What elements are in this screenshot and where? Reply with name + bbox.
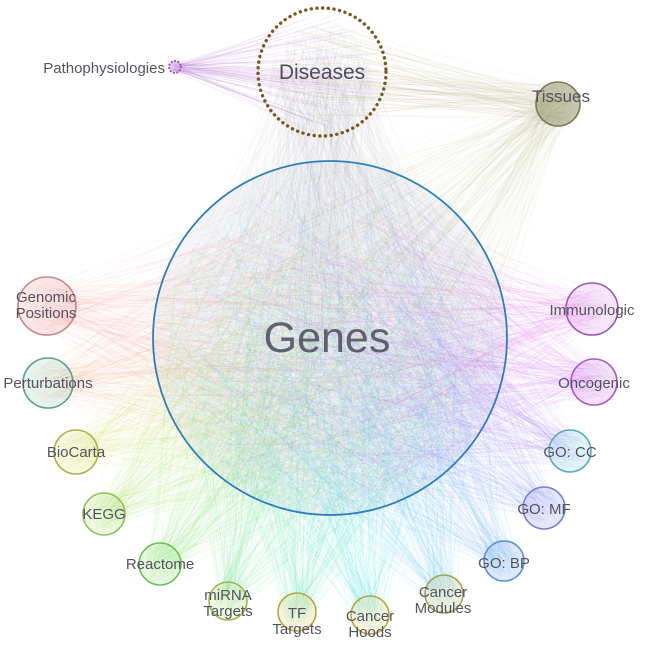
edge-bundle-pathophysiologies--tissues [170,61,567,123]
label-genomic-positions-line2: Positions [16,305,77,322]
node-reactome[interactable] [138,542,182,586]
node-pathophysiologies[interactable] [167,59,183,75]
label-go-bp: GO: BP [478,555,530,572]
edge-bundle-diseases--genes [164,22,499,506]
edge-bundle-reactome--genes [143,191,494,581]
label-reactome: Reactome [126,556,194,573]
label-cancer-modules-line1: Cancer [419,584,467,601]
edge-bundle-tissues--genes [169,86,575,507]
edge-bundle-go-cc--genes [164,173,587,502]
node-tissues[interactable] [535,81,581,127]
edge-bundle-cancer-hoods--genes [163,175,495,629]
label-cancer-hoods-line2: Hoods [348,624,391,641]
node-cancer-modules[interactable] [424,574,464,614]
edge-bundle-kegg--genes [87,169,497,531]
label-cancer-modules-line2: Modules [415,600,472,617]
node-go-cc[interactable] [548,429,592,473]
label-perturbations: Perturbations [3,375,92,392]
label-go-mf: GO: MF [517,501,570,518]
edge-bundle-mirna-targets--genes [163,178,499,616]
label-biocarta: BioCarta [47,444,106,461]
label-cancer-hoods-line1: Cancer [346,608,394,625]
label-mirna-targets-line2: Targets [203,603,252,620]
edge-bundle-go-mf--genes [166,176,561,525]
node-immunologic[interactable] [565,282,619,336]
edge-bundle-perturbations--genes [29,176,492,502]
node-cancer-hoods[interactable] [350,595,390,635]
node-biocarta[interactable] [53,429,99,475]
label-tf-targets-line1: TF [288,605,306,622]
label-genomic-positions-line1: Genomic [16,289,77,306]
label-oncogenic: Oncogenic [558,375,630,392]
node-mirna-targets[interactable] [208,581,248,621]
edge-bundle-genomic-positions--genes [24,172,494,496]
edge-bundles [24,14,613,629]
edge-bundle-pathophysiologies--diseases [170,14,380,133]
edge-bundle-diseases--tissues [273,22,578,124]
node-go-mf[interactable] [522,486,566,530]
node-go-bp[interactable] [483,540,525,582]
node-genes[interactable] [152,160,508,516]
label-go-cc: GO: CC [543,444,597,461]
node-genomic-positions[interactable] [17,276,77,336]
label-immunologic: Immunologic [549,302,635,319]
edge-bundle-biocarta--genes [58,172,488,506]
genes-circle-fill [153,161,507,515]
node-kegg[interactable] [82,492,126,536]
edge-bundle-oncogenic--genes [168,171,612,506]
node-tf-targets[interactable] [277,592,317,632]
label-diseases: Diseases [279,61,365,84]
node-oncogenic[interactable] [570,358,618,406]
label-tissues: Tissues [532,87,590,106]
node-perturbations[interactable] [22,357,74,409]
label-pathophysiologies: Pathophysiologies [43,60,165,77]
label-tf-targets-line2: Targets [272,621,321,638]
label-mirna-targets-line1: miRNA [204,587,252,604]
label-genes: Genes [264,314,391,362]
label-kegg: KEGG [82,506,125,523]
node-diseases[interactable] [256,6,388,138]
edge-bundle-tf-targets--genes [164,172,500,627]
